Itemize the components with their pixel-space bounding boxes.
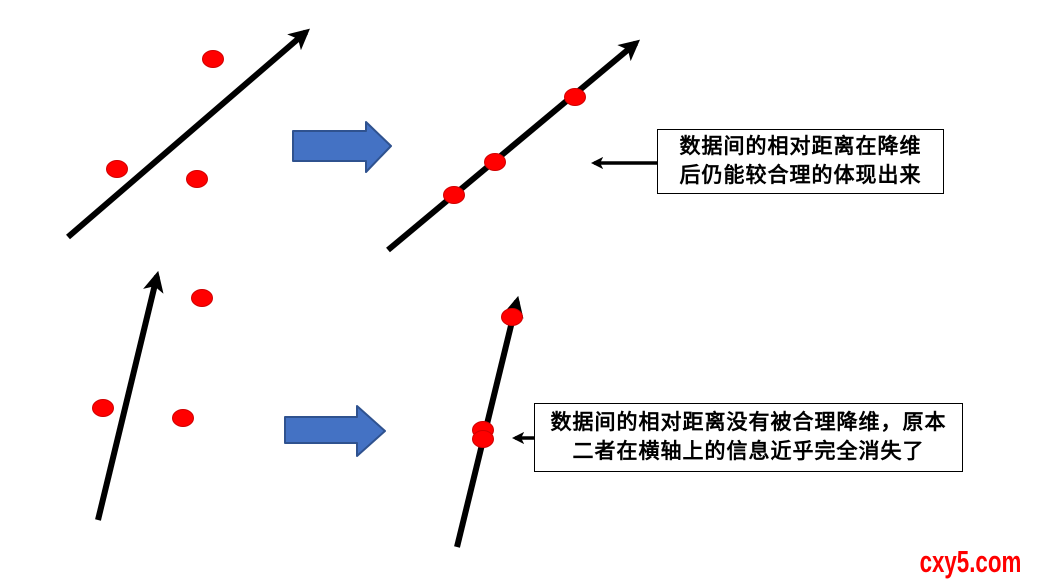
data-point-dot [501, 308, 523, 326]
right-block-arrow-icon [284, 405, 386, 457]
callout-bottom-line1: 数据间的相对距离没有被合理降维，原本 [550, 410, 947, 434]
data-point-dot [443, 186, 465, 204]
data-point-dot [484, 153, 506, 171]
callout-bottom-line2: 二者在横轴上的信息近乎完全消失了 [572, 439, 925, 463]
callout-top-line2: 后仍能较合理的体现出来 [679, 163, 922, 187]
data-point-dot [472, 430, 494, 448]
axis-arrow-top-right [386, 39, 641, 253]
callout-box-top: 数据间的相对距离在降维 后仍能较合理的体现出来 [657, 129, 944, 194]
data-point-dot [106, 160, 128, 178]
axis-arrow-bottom-left [95, 270, 164, 521]
data-point-dot [202, 50, 224, 68]
right-block-arrow-icon [292, 121, 392, 173]
callout-top-line1: 数据间的相对距离在降维 [679, 134, 922, 158]
watermark-text: cxy5.com [919, 544, 1021, 579]
data-point-dot [191, 289, 213, 307]
data-point-dot [92, 399, 114, 417]
axis-arrow-top-left [66, 28, 310, 240]
callout-box-bottom: 数据间的相对距离没有被合理降维，原本 二者在横轴上的信息近乎完全消失了 [534, 403, 963, 472]
data-point-dot [564, 88, 586, 106]
data-point-dot [172, 409, 194, 427]
data-point-dot [186, 170, 208, 188]
